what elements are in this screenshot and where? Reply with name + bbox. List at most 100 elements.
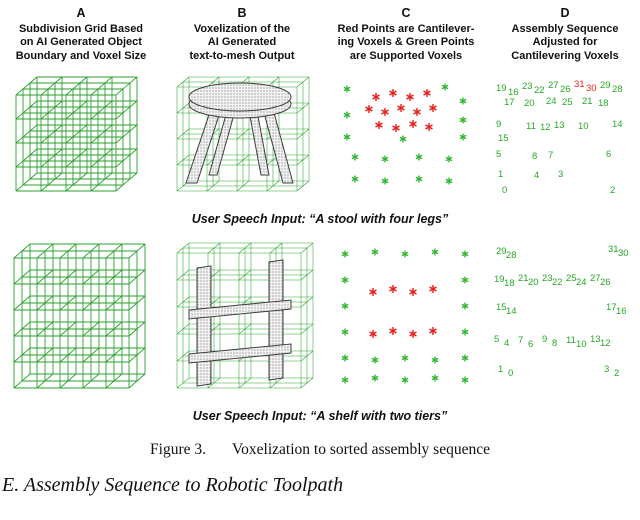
svg-text:22: 22 — [552, 277, 563, 288]
svg-text:20: 20 — [528, 277, 539, 288]
cantilevering-voxel-points — [365, 89, 437, 133]
svg-text:26: 26 — [600, 277, 611, 288]
svg-text:21: 21 — [582, 96, 593, 107]
svg-text:19: 19 — [496, 83, 507, 94]
subdivision-grid-svg-row1 — [15, 76, 138, 192]
next-section-heading: E. Assembly Sequence to Robotic Toolpath — [2, 474, 344, 497]
column-header-a: A Subdivision Grid Based on AI Generated… — [0, 6, 162, 63]
panel-row1-voxelization — [162, 75, 322, 203]
subdivision-grid-svg-row2 — [13, 243, 146, 389]
svg-text:3: 3 — [558, 169, 563, 180]
svg-text:22: 22 — [534, 85, 545, 96]
svg-text:27: 27 — [548, 80, 559, 91]
svg-text:0: 0 — [502, 185, 507, 196]
svg-text:1: 1 — [498, 169, 503, 180]
svg-text:7: 7 — [548, 150, 553, 161]
row1-speech-caption: User Speech Input: “A stool with four le… — [191, 212, 449, 227]
svg-text:27: 27 — [590, 273, 601, 284]
svg-text:11: 11 — [526, 121, 536, 132]
panel-row1-subdivision-grid — [0, 75, 162, 203]
svg-text:30: 30 — [618, 248, 629, 259]
svg-text:24: 24 — [546, 96, 557, 107]
column-title-c-line2: ing Voxels & Green Points — [337, 36, 475, 49]
wireframe-grid — [13, 243, 146, 389]
svg-text:6: 6 — [528, 339, 533, 350]
svg-text:14: 14 — [612, 119, 623, 130]
figure-caption-text: Voxelization to sorted assembly sequence — [231, 441, 490, 459]
column-letter-c: C — [401, 6, 411, 20]
svg-text:28: 28 — [506, 250, 517, 261]
svg-text:16: 16 — [616, 306, 627, 317]
svg-text:9: 9 — [496, 119, 501, 130]
svg-text:14: 14 — [506, 306, 517, 317]
column-letter-b: B — [237, 6, 247, 20]
cantilever-points-svg-row1 — [343, 83, 467, 185]
svg-text:5: 5 — [494, 334, 499, 345]
svg-text:26: 26 — [560, 84, 571, 95]
svg-text:17: 17 — [504, 97, 515, 108]
svg-text:1: 1 — [498, 364, 503, 375]
svg-text:2: 2 — [614, 368, 619, 379]
svg-text:16: 16 — [508, 87, 519, 98]
column-letter-a: A — [76, 6, 86, 20]
svg-text:21: 21 — [518, 273, 529, 284]
cantilever-points-svg-row2 — [341, 248, 469, 384]
svg-text:23: 23 — [542, 273, 553, 284]
svg-text:13: 13 — [554, 120, 565, 131]
column-title-d-line2: Adjusted for — [532, 36, 598, 49]
column-header-c: C Red Points are Cantilever- ing Voxels … — [322, 6, 490, 63]
voxelized-shelf-svg — [176, 242, 314, 389]
shelf-mesh — [188, 259, 292, 387]
svg-text:18: 18 — [598, 98, 609, 109]
panel-row1-cantilever-points — [322, 75, 490, 203]
svg-text:9: 9 — [542, 334, 547, 345]
column-header-d: D Assembly Sequence Adjusted for Cantile… — [490, 6, 640, 63]
figure-caption-label: Figure 3. — [150, 441, 206, 459]
svg-text:29: 29 — [600, 80, 611, 91]
svg-text:29: 29 — [496, 246, 507, 257]
svg-text:25: 25 — [562, 97, 573, 108]
supported-voxel-points — [343, 83, 467, 185]
svg-text:4: 4 — [504, 338, 509, 349]
column-title-a-line1: Subdivision Grid Based — [18, 23, 144, 35]
svg-text:10: 10 — [576, 339, 587, 350]
svg-text:31: 31 — [608, 244, 619, 255]
column-title-a: Subdivision Grid Based on AI Generated O… — [0, 23, 162, 63]
column-headers: A Subdivision Grid Based on AI Generated… — [0, 0, 640, 63]
svg-text:12: 12 — [540, 122, 551, 133]
column-title-b: Voxelization of the AI Generated text-to… — [162, 23, 322, 63]
svg-text:3: 3 — [604, 364, 609, 375]
column-title-b-line3: text-to-mesh Output — [189, 49, 295, 62]
cantilevering-voxel-points — [369, 285, 437, 339]
svg-text:17: 17 — [606, 302, 617, 313]
column-title-c-line1: Red Points are Cantilever- — [337, 23, 475, 35]
column-title-d-line3: Cantilevering Voxels — [511, 49, 619, 62]
column-title-b-line1: Voxelization of the — [193, 23, 291, 35]
svg-text:11: 11 — [566, 335, 576, 346]
svg-text:24: 24 — [576, 277, 587, 288]
svg-text:20: 20 — [524, 98, 535, 109]
column-title-d: Assembly Sequence Adjusted for Cantileve… — [490, 23, 640, 63]
row2-speech-caption: User Speech Input: “A shelf with two tie… — [192, 409, 448, 424]
stool-mesh — [185, 82, 294, 184]
column-header-b: B Voxelization of the AI Generated text-… — [162, 6, 322, 63]
svg-text:4: 4 — [534, 170, 539, 181]
svg-text:18: 18 — [504, 278, 515, 289]
svg-text:28: 28 — [612, 84, 623, 95]
column-title-c-line3: are Supported Voxels — [349, 49, 463, 62]
svg-text:30: 30 — [586, 83, 597, 94]
svg-text:25: 25 — [566, 273, 577, 284]
svg-text:19: 19 — [494, 274, 505, 285]
wireframe-grid — [15, 76, 138, 192]
svg-text:15: 15 — [498, 133, 509, 144]
figure-caption: Figure 3. Voxelization to sorted assembly… — [0, 441, 640, 459]
svg-text:13: 13 — [590, 334, 601, 345]
panel-row2-subdivision-grid — [0, 238, 162, 400]
